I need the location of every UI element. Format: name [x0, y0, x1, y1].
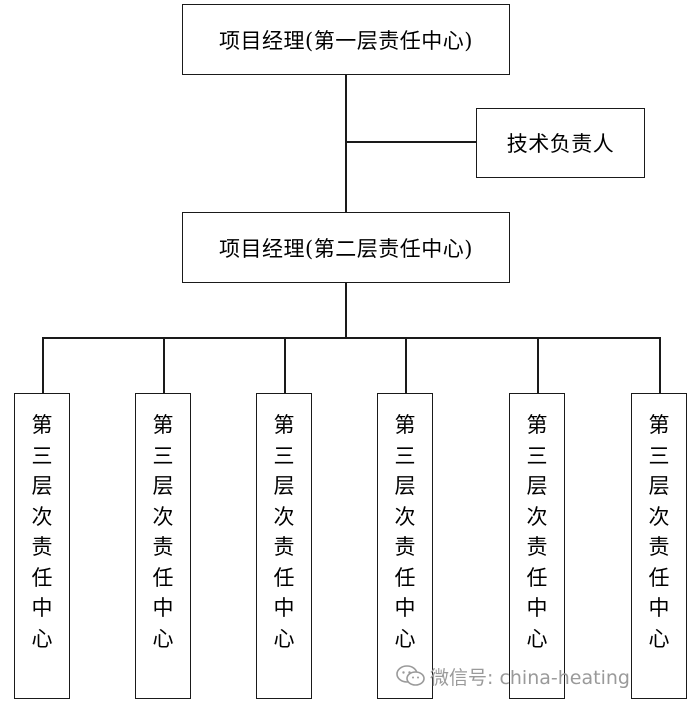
third-layer-label-5: 第 三 层 次 责 任 中 心	[526, 413, 548, 651]
second-manager-label: 项目经理(第二层责任中心)	[219, 236, 473, 261]
third-layer-label-1: 第 三 层 次 责 任 中 心	[31, 413, 53, 651]
watermark-text: 微信号: china-heating	[430, 666, 630, 689]
top-manager-box: 项目经理(第一层责任中心)	[182, 4, 510, 75]
third-layer-label-6: 第 三 层 次 责 任 中 心	[648, 413, 670, 651]
watermark: 微信号: china-heating	[396, 662, 630, 690]
second-manager-box: 项目经理(第二层责任中心)	[182, 212, 510, 283]
connector-branch-1	[42, 337, 44, 393]
connector-branch-3	[284, 337, 286, 393]
connector-branch-6	[659, 337, 661, 393]
third-layer-box-3: 第 三 层 次 责 任 中 心	[256, 393, 312, 699]
third-layer-box-4: 第 三 层 次 责 任 中 心	[377, 393, 433, 699]
third-layer-box-2: 第 三 层 次 责 任 中 心	[135, 393, 191, 699]
third-layer-label-4: 第 三 层 次 责 任 中 心	[394, 413, 416, 651]
third-layer-label-2: 第 三 层 次 责 任 中 心	[152, 413, 174, 651]
connector-horizontal-bus	[42, 337, 661, 339]
connector-second-down	[345, 282, 347, 338]
third-layer-box-6: 第 三 层 次 责 任 中 心	[631, 393, 687, 699]
third-layer-box-1: 第 三 层 次 责 任 中 心	[14, 393, 70, 699]
tech-lead-label: 技术负责人	[506, 132, 615, 156]
wechat-icon	[396, 665, 425, 686]
third-layer-label-3: 第 三 层 次 责 任 中 心	[273, 413, 295, 651]
connector-branch-2	[163, 337, 165, 393]
connector-top-to-second	[345, 74, 347, 212]
third-layer-box-5: 第 三 层 次 责 任 中 心	[509, 393, 565, 699]
connector-to-tech-lead	[345, 141, 476, 143]
top-manager-label: 项目经理(第一层责任中心)	[219, 28, 473, 53]
connector-branch-5	[537, 337, 539, 393]
connector-branch-4	[405, 337, 407, 393]
tech-lead-box: 技术负责人	[476, 108, 645, 178]
